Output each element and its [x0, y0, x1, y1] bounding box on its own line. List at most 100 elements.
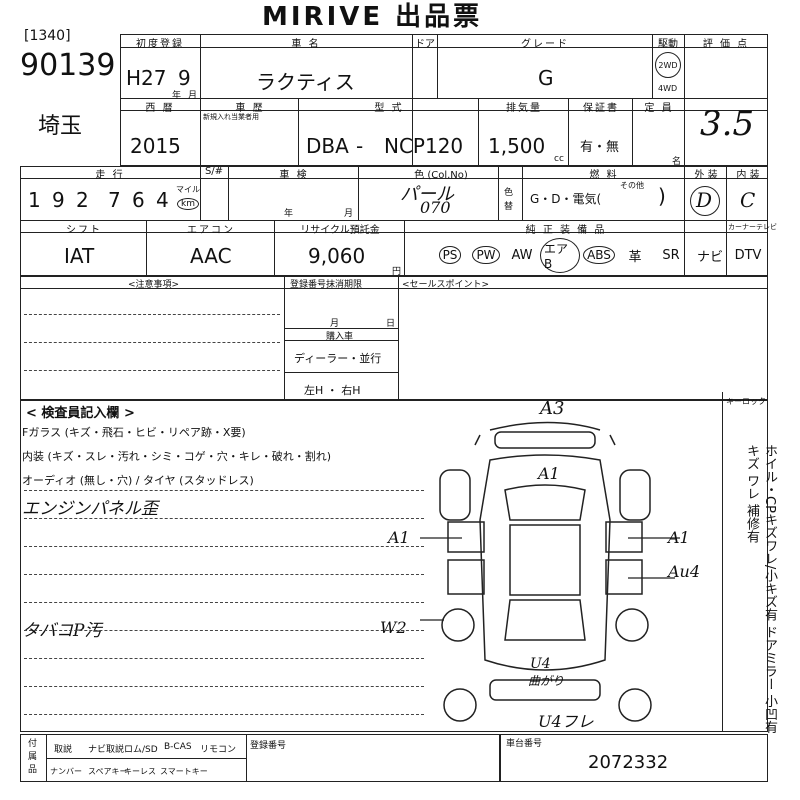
purchase-options: ディーラー・並行 [294, 352, 382, 365]
acc-smart-key: スマートキー [160, 767, 208, 776]
acc-rom-sd: ロム/SD [124, 745, 158, 755]
fuel-close: ) [658, 184, 666, 208]
region: 埼玉 [38, 114, 83, 139]
first-reg-year-unit: 年 [172, 91, 182, 101]
recycle-unit: 円 [392, 267, 402, 277]
equip-dtv: DTV [734, 247, 762, 263]
model-prefix: DBA [306, 134, 349, 158]
equip-airbag: エアB [540, 236, 580, 274]
chassis-no: 2072332 [588, 752, 669, 773]
cancel-month-unit: 月 [330, 319, 340, 329]
exterior-label: 外 装 [694, 170, 718, 181]
car-name: ラクティス [256, 70, 355, 94]
first-reg-label: 初度登録 [136, 39, 184, 50]
aircon: AAC [190, 244, 232, 268]
key-lock-label: キーロック [726, 397, 766, 406]
western-year-label: 西 暦 [145, 103, 175, 114]
interior-grade: C [740, 188, 756, 212]
equipment-label: 純 正 装 備 品 [525, 225, 607, 236]
equip-navi: ナビ [696, 249, 723, 265]
handwritten-note-2: タバコP汚 [22, 621, 102, 641]
model-label: 型 式 [374, 103, 404, 114]
fuel-label: 燃 料 [589, 170, 619, 181]
drive-2wd: 2WD [655, 52, 681, 78]
damage-u4-note: 曲がり [528, 674, 565, 688]
acc-bcas: B-CAS [164, 742, 192, 752]
equip-leather: 革 [628, 249, 642, 265]
capacity-label: 定 員 [644, 103, 674, 114]
notes-section [20, 276, 768, 400]
acc-plate: ナンバー [50, 767, 82, 776]
acc-navi-manual: ナビ取説 [88, 745, 125, 755]
accessories-table [20, 734, 500, 782]
reg-no-label: 登録番号 [250, 741, 287, 751]
side-legend: ホイル・CPキズワレ/小キズ有 ドアミラー 小凹有 キズ ワレ 補修有 [744, 444, 777, 734]
doors-label: ドア [415, 39, 435, 50]
drive-4wd: 4WD [658, 84, 678, 93]
chassis-label: 車 歴 [235, 103, 265, 114]
car-diagram [420, 421, 680, 722]
inspector-label: < 検査員記入欄 > [26, 406, 135, 421]
accessories-side-label: 付 属 品 [28, 739, 38, 775]
header-grid [120, 34, 768, 166]
car-name-label: 車 名 [291, 39, 321, 50]
model-sep: - [356, 134, 364, 158]
equip-sr: SR [662, 247, 680, 263]
damage-w2: W2 [380, 618, 407, 637]
sn-label: S/# [204, 166, 224, 177]
first-reg-month: 9 [178, 66, 191, 90]
acc-spare-key: スペアキー [88, 767, 128, 776]
first-reg-era: H27 [126, 66, 167, 90]
color-label: 色 (Col.No) [414, 170, 468, 181]
handwritten-note-1: エンジンパネル歪 [22, 499, 158, 519]
model-code: NCP120 [384, 134, 464, 158]
warranty-options: 有・無 [580, 140, 620, 155]
first-reg-month-unit: 月 [188, 91, 198, 101]
sales-points-label: <セールスポイント> [402, 280, 490, 290]
damage-au4: Au4 [668, 562, 701, 581]
purchase-label: 購入車 [326, 332, 354, 342]
cancel-day-unit: 日 [386, 319, 396, 329]
form-title: MIRIVE 出品票 [262, 2, 483, 32]
lot-number: 90139 [20, 48, 116, 83]
exterior-grade-circle [690, 186, 720, 216]
color-name: パール [400, 184, 454, 205]
inspector-line-2: 内装 (キズ・スレ・汚れ・シミ・コゲ・穴・キレ・破れ・割れ) [22, 450, 332, 463]
drive-label: 駆動 [658, 39, 678, 50]
chassis-no-box [500, 734, 768, 782]
warranty-label: 保証書 [583, 103, 619, 114]
damage-a3: A3 [540, 398, 565, 419]
mileage-grid [20, 166, 768, 276]
capacity-unit: 名 [672, 157, 682, 167]
displacement-label: 排気量 [506, 103, 542, 114]
recycle: 9,060 [308, 244, 366, 268]
interior-label: 内 装 [736, 170, 760, 181]
fuel-options: G・D・電気( [530, 192, 602, 206]
equip-aw: AW [511, 247, 533, 263]
inspector-line-3: オーディオ (無し・穴) / タイヤ (スタッドレス) [22, 474, 254, 487]
mileage-digit-6: 4 [156, 188, 169, 212]
equip-abs: ABS [580, 236, 618, 274]
damage-a1-left: A1 [388, 528, 410, 547]
shift-label: シフト [66, 225, 102, 236]
fuel-other: その他 [620, 181, 644, 190]
inspection-label: 車 検 [279, 170, 309, 181]
grade-label: グレード [521, 39, 569, 50]
damage-u4: U4 [530, 656, 551, 672]
acc-manual: 取説 [54, 745, 73, 755]
color-code: 070 [420, 198, 451, 217]
inspection-month-unit: 月 [344, 209, 354, 219]
equipment-tv-label: カーナーテレビ [728, 223, 777, 231]
mileage-unit-km: km [177, 198, 199, 210]
chassis-note: 新規入れ当業者用 [203, 113, 259, 121]
acc-keyless: キーレス [124, 767, 156, 776]
damage-a1-top: A1 [538, 464, 560, 483]
shift: IAT [64, 244, 95, 268]
color-change: 色替 [504, 188, 514, 212]
inspector-line-1: Fガラス (キズ・飛石・ヒビ・リペア跡・X要) [22, 426, 246, 439]
notes-label: <注意事項> [128, 280, 180, 290]
mileage-digit-3: 2 [76, 188, 89, 212]
western-year: 2015 [130, 134, 181, 158]
equip-pw: PW [468, 236, 504, 274]
score-value: 3.5 [700, 104, 755, 144]
